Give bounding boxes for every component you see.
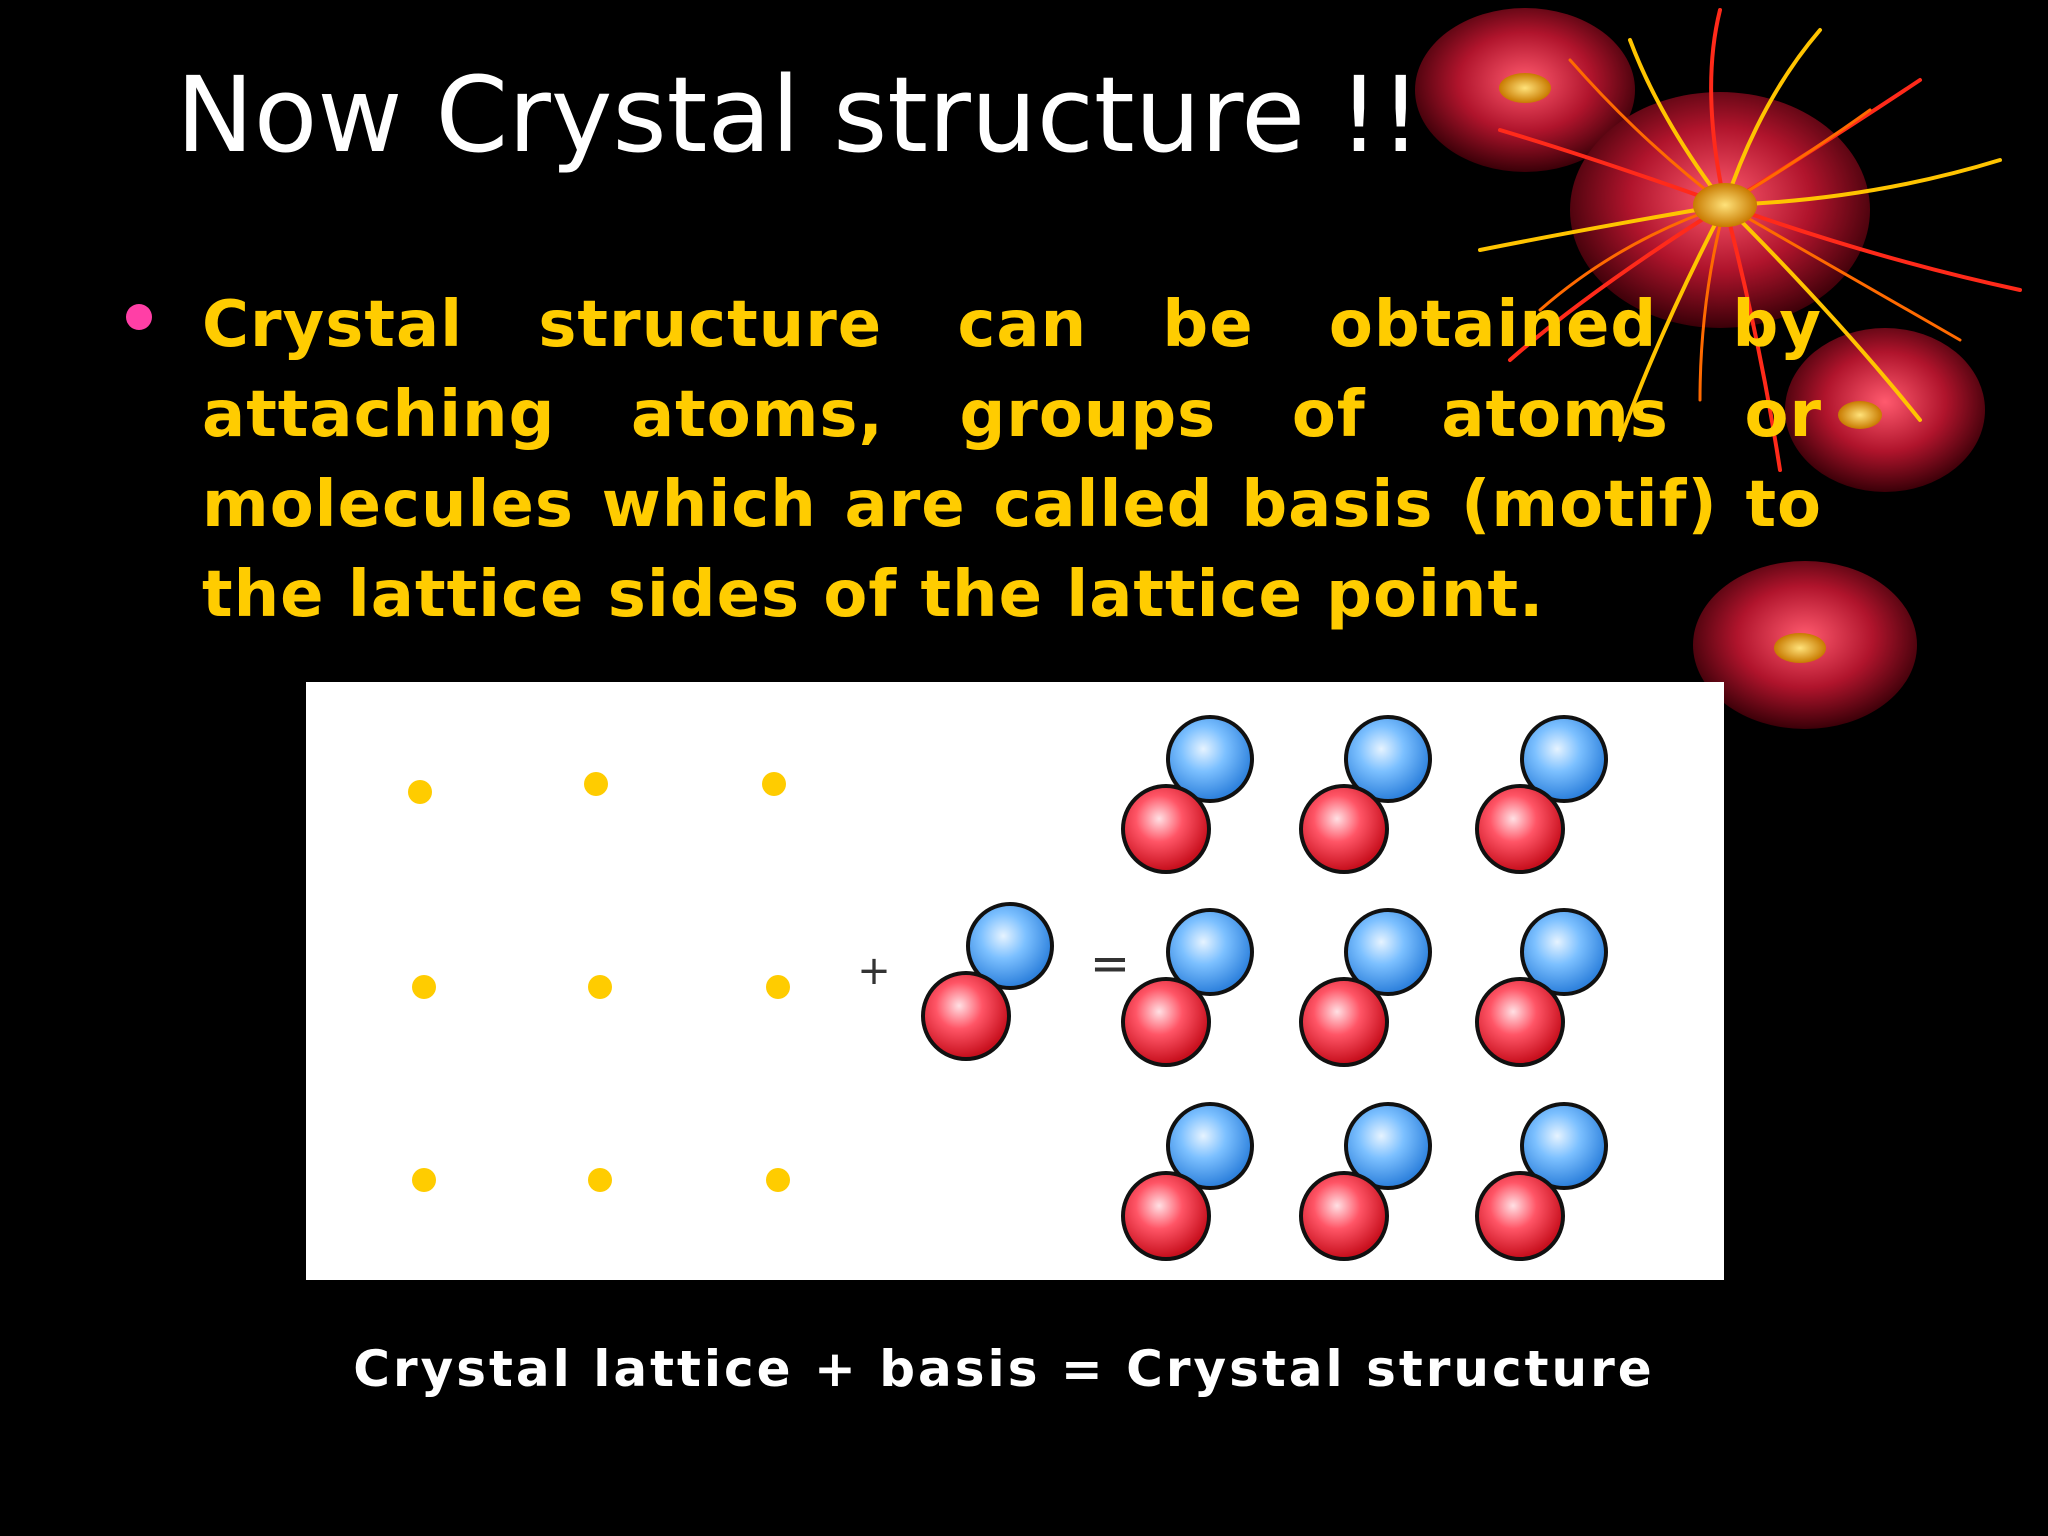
structure-molecule — [1299, 1102, 1432, 1261]
structure-molecule — [1475, 1102, 1608, 1261]
diagram-canvas: + = — [408, 715, 1608, 1261]
red-atom — [921, 971, 1011, 1061]
blue-atom — [1520, 1102, 1608, 1190]
red-atom — [1121, 977, 1211, 1067]
red-atom — [1299, 977, 1389, 1067]
flower-center — [1499, 73, 1551, 103]
lattice-point — [766, 975, 790, 999]
lattice-point — [412, 1168, 436, 1192]
red-atom — [1121, 1171, 1211, 1261]
bullet-marker — [126, 304, 152, 330]
blue-atom — [1344, 715, 1432, 803]
lattice-point — [762, 772, 786, 796]
blue-atom — [1520, 908, 1608, 996]
blue-atom — [1166, 715, 1254, 803]
structure-molecule — [1299, 908, 1432, 1067]
red-atom — [1299, 784, 1389, 874]
lattice-point — [584, 772, 608, 796]
blue-atom — [1166, 908, 1254, 996]
blue-atom — [1520, 715, 1608, 803]
structure-molecule — [1475, 715, 1608, 874]
structure-molecule — [1299, 715, 1432, 874]
equals-sign: = — [1090, 936, 1130, 992]
flower-center — [1774, 633, 1826, 663]
plus-sign: + — [857, 948, 891, 994]
crystal-structure-grid — [1121, 715, 1608, 1261]
blue-atom — [1344, 1102, 1432, 1190]
basis-molecule — [921, 902, 1054, 1061]
flower-center — [1838, 401, 1882, 429]
flower-center — [1693, 183, 1757, 227]
lattice-point — [412, 975, 436, 999]
structure-molecule — [1121, 715, 1254, 874]
slide-title: Now Crystal structure !! — [176, 54, 1422, 176]
decorative-flower-image — [1415, 8, 2022, 729]
crystal-structure-diagram: + = — [306, 682, 1724, 1280]
structure-molecule — [1121, 908, 1254, 1067]
lattice-point — [766, 1168, 790, 1192]
flower-blossom — [1785, 328, 1985, 492]
red-atom — [1299, 1171, 1389, 1261]
structure-molecule — [1121, 1102, 1254, 1261]
blue-atom — [1166, 1102, 1254, 1190]
red-atom — [1475, 977, 1565, 1067]
red-atom — [1475, 1171, 1565, 1261]
lattice-point — [408, 780, 432, 804]
blue-atom — [1344, 908, 1432, 996]
blue-atom — [966, 902, 1054, 990]
structure-molecule — [1475, 908, 1608, 1067]
crystal-lattice — [408, 772, 790, 1192]
lattice-point — [588, 1168, 612, 1192]
bullet-text: Crystal structure can be obtained by att… — [202, 288, 1822, 632]
red-atom — [1475, 784, 1565, 874]
red-atom — [1121, 784, 1211, 874]
diagram-caption: Crystal lattice + basis = Crystal struct… — [353, 1340, 1655, 1398]
lattice-point — [588, 975, 612, 999]
